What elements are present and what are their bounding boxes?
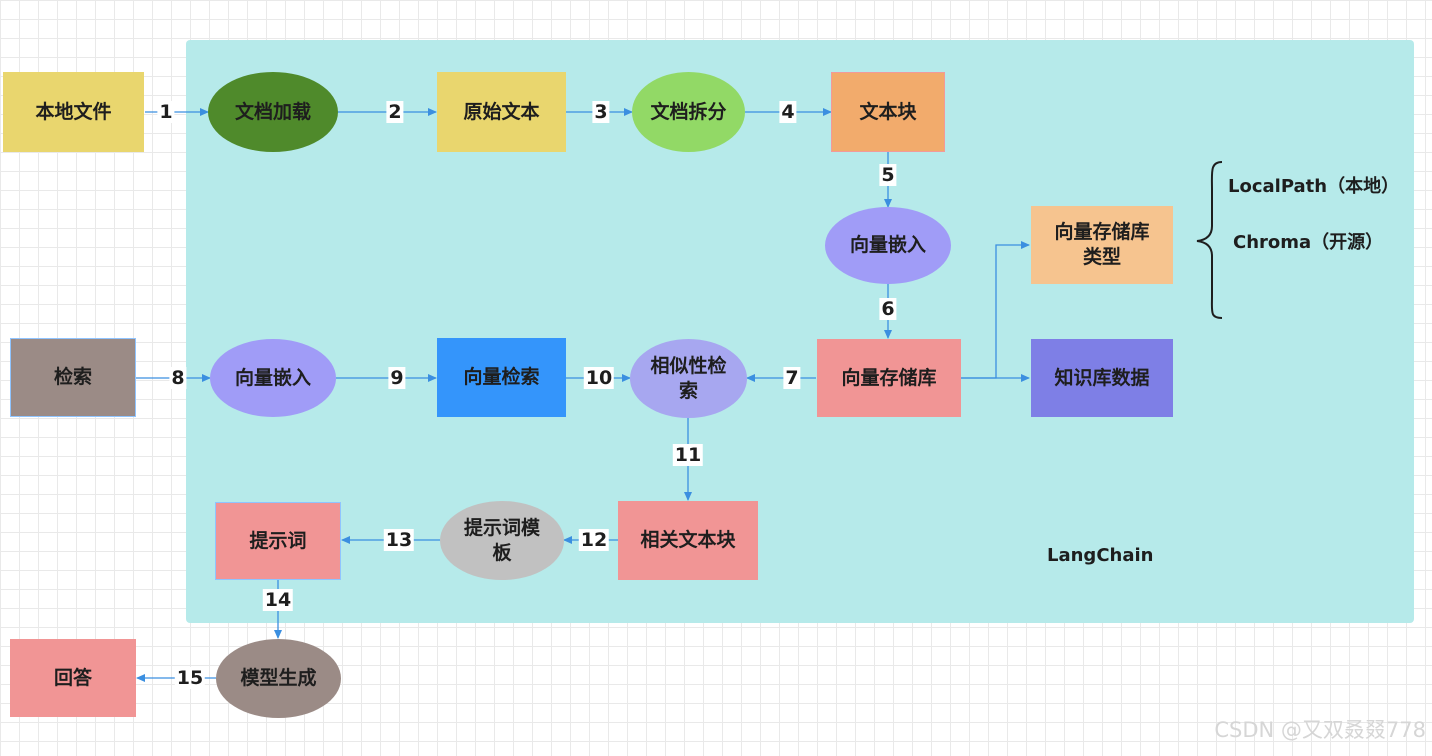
answer-node: 回答	[10, 639, 136, 717]
doc-loading-node: 文档加载	[208, 72, 338, 152]
langchain-label: LangChain	[1047, 545, 1154, 566]
store-type-localpath: LocalPath（本地）	[1228, 176, 1400, 197]
step-label-7: 7	[783, 367, 801, 389]
step-label-12: 12	[578, 529, 610, 551]
step-label-3: 3	[592, 101, 610, 123]
step-label-11: 11	[672, 444, 704, 466]
vector-embedding-doc-node: 向量嵌入	[825, 207, 951, 284]
raw-text-node: 原始文本	[437, 72, 566, 152]
similarity-search-node: 相似性检索	[630, 339, 747, 418]
store-type-chroma: Chroma（开源）	[1233, 232, 1384, 253]
langchain-region	[186, 40, 1414, 623]
knowledge-base-node: 知识库数据	[1031, 339, 1173, 417]
doc-splitting-node: 文档拆分	[632, 72, 745, 152]
step-label-13: 13	[383, 529, 415, 551]
vector-store-node: 向量存储库	[817, 339, 961, 417]
model-generation-node: 模型生成	[216, 639, 341, 718]
step-label-6: 6	[879, 298, 897, 320]
step-label-1: 1	[157, 101, 175, 123]
step-label-10: 10	[583, 367, 615, 389]
watermark: CSDN @又双叒叕778	[1214, 718, 1426, 742]
step-label-4: 4	[779, 101, 797, 123]
arrow-store-to-type	[961, 241, 1030, 379]
step-label-14: 14	[262, 589, 294, 611]
vector-search-node: 向量检索	[437, 338, 566, 417]
prompt-template-node: 提示词模板	[440, 501, 564, 580]
step-label-5: 5	[879, 164, 897, 186]
step-label-2: 2	[386, 101, 404, 123]
query-node: 检索	[10, 338, 136, 417]
vector-embedding-query-node: 向量嵌入	[210, 339, 336, 417]
prompt-node: 提示词	[215, 502, 341, 580]
text-chunks-node: 文本块	[831, 72, 945, 152]
related-chunks-node: 相关文本块	[618, 501, 758, 580]
local-files-node: 本地文件	[3, 72, 144, 152]
vector-store-type-node: 向量存储库类型	[1031, 206, 1173, 284]
step-label-9: 9	[388, 367, 406, 389]
step-label-15: 15	[174, 667, 206, 689]
step-label-8: 8	[169, 367, 187, 389]
curly-brace	[1196, 161, 1223, 319]
